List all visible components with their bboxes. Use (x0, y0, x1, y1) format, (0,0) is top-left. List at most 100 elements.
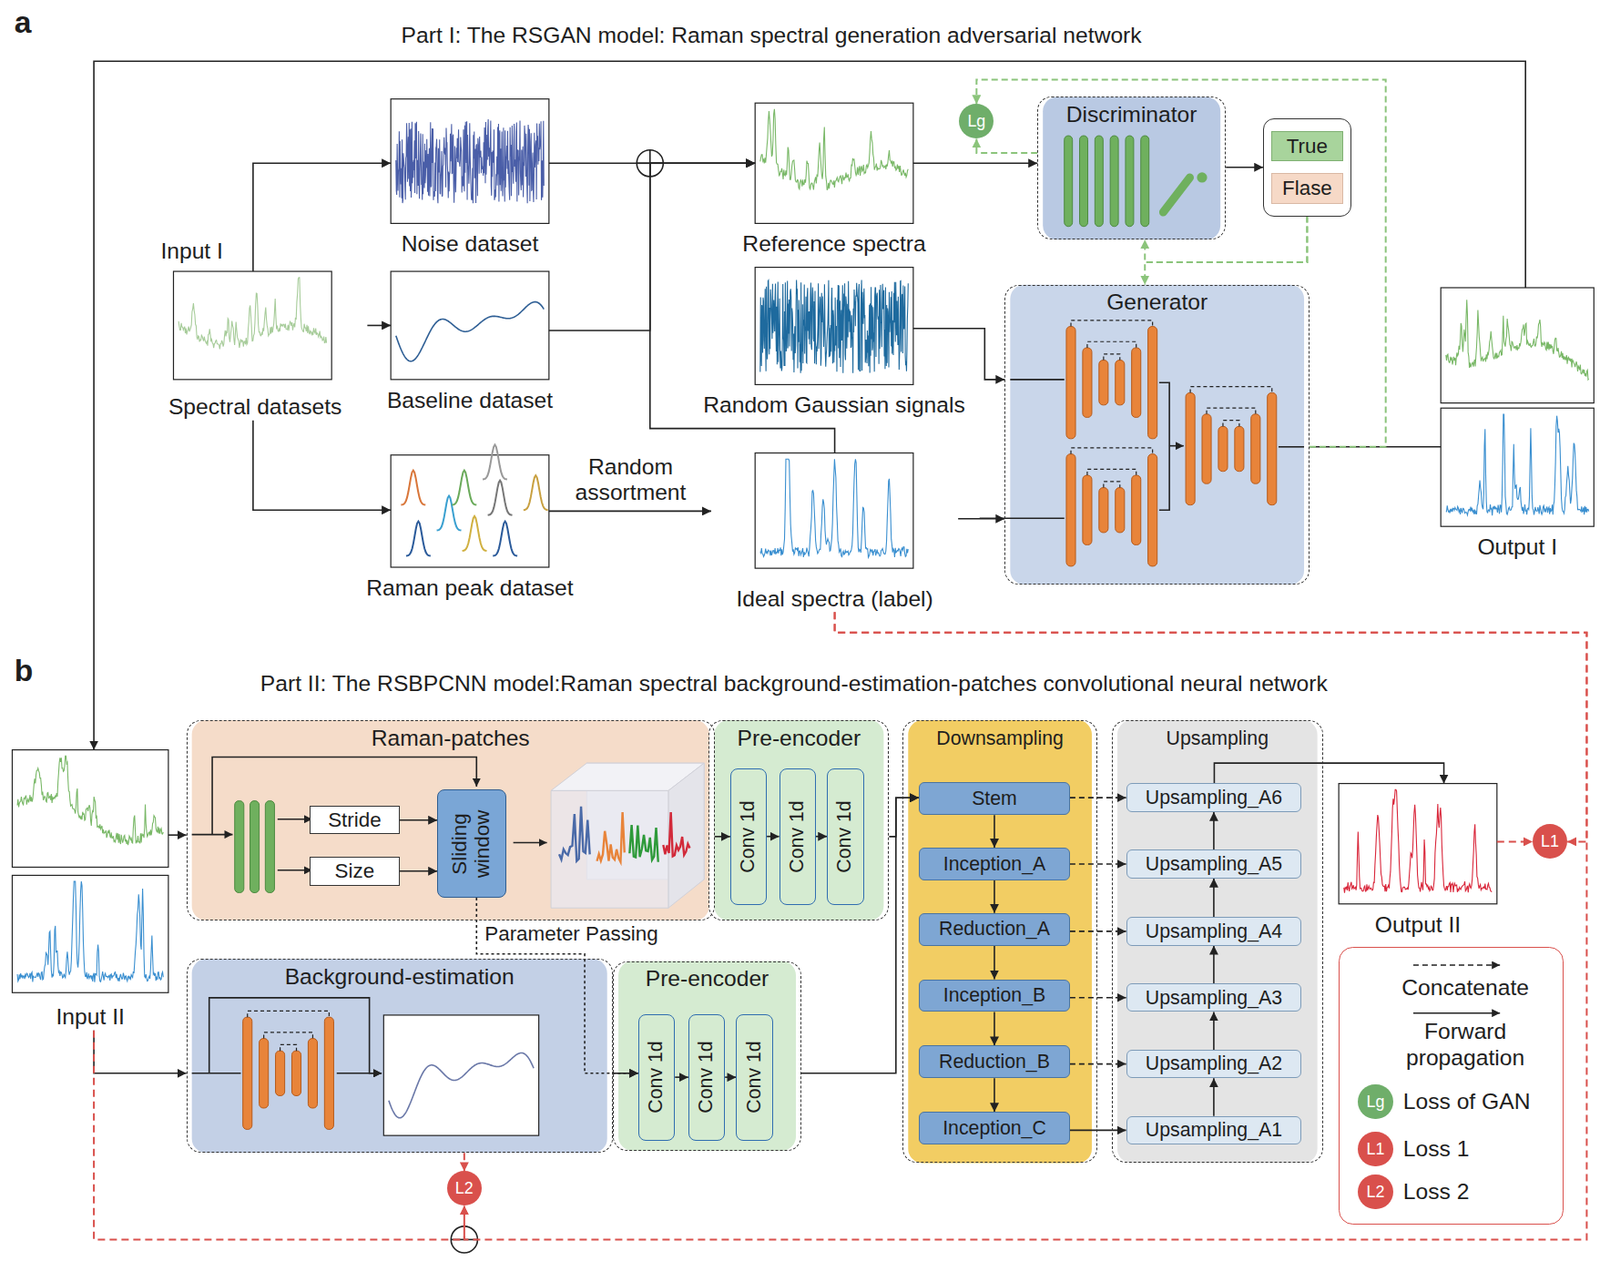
legend-text: Loss of GAN (1403, 1089, 1531, 1115)
connector (957, 518, 1005, 520)
node-label: Upsampling_A2 (1145, 1052, 1283, 1075)
edge-label: Parameter Passing (481, 923, 662, 948)
layer-bar (250, 801, 260, 894)
panel-fill (1117, 720, 1318, 1163)
spectrum-plot: Random Gaussian signals (754, 267, 914, 386)
node-label: Inception_B (943, 984, 1046, 1007)
connector (253, 163, 391, 272)
decoder-block: Upsampling_A3 (1126, 983, 1303, 1012)
panel-title: Background-estimation (187, 964, 612, 990)
connector (1497, 840, 1533, 843)
connector (1070, 1063, 1127, 1066)
illustration-line (1162, 177, 1190, 213)
spectrum-line (388, 1052, 534, 1118)
spectrum-plot: Raman peak dataset (390, 455, 550, 568)
plot-frame (11, 750, 168, 868)
illustration-line (192, 1072, 242, 1075)
unet-layer (1131, 347, 1142, 418)
connector (93, 1030, 187, 1074)
node-label: Upsampling_A6 (1145, 786, 1283, 809)
panel-title: Pre-encoder (709, 725, 888, 752)
connector (913, 162, 1038, 164)
connector (993, 1011, 996, 1046)
illustration-line (629, 825, 658, 863)
connector (1225, 166, 1264, 169)
unet-layer (324, 1017, 334, 1130)
patch-cube (550, 790, 669, 908)
node-label: Sliding window (449, 794, 495, 894)
connector (464, 611, 1588, 1240)
node-label: Conv 1d (835, 800, 857, 873)
connector (766, 835, 779, 838)
illustration-line (336, 1072, 382, 1075)
connector (1212, 1078, 1215, 1116)
illustration-line (400, 470, 426, 506)
node-label: Size (335, 859, 376, 884)
unet-layer (1115, 488, 1125, 533)
layer-bar (1141, 135, 1150, 227)
unet-layer (1099, 360, 1109, 406)
illustration-line (597, 812, 625, 863)
layer-bar (1125, 135, 1134, 227)
plot-frame (390, 99, 550, 225)
plot-caption: Noise dataset (401, 231, 540, 257)
unet-layer (291, 1050, 301, 1096)
unet-layer (1082, 475, 1092, 545)
plot-caption: Spectral datasets (168, 394, 342, 420)
illustration-line (1103, 481, 1121, 489)
encoder-block: Reduction_B (918, 1045, 1071, 1079)
plot-frame (754, 453, 914, 570)
spectrum-line (396, 302, 544, 362)
panel-letter: a (14, 4, 32, 41)
panel-title: Discriminator (1038, 101, 1225, 128)
illustration-line (277, 818, 313, 821)
panel-letter: b (14, 653, 34, 690)
node-label: Conv 1d (645, 1041, 667, 1114)
plot-frame (390, 455, 550, 568)
unet-layer (1202, 414, 1212, 484)
part-title: Part II: The RSBPCNN model:Raman spectra… (260, 671, 1328, 697)
loss-symbol: Lg (1366, 1092, 1386, 1112)
conv-block: Conv 1d (826, 768, 864, 906)
edge-label: Random assortment (561, 453, 701, 506)
illustration-line (1169, 445, 1184, 448)
plot-frame (1440, 407, 1594, 527)
unet-layer (1131, 475, 1142, 545)
spectrum-plot: Baseline dataset (390, 271, 550, 380)
spectrum-plot: Output I (1440, 287, 1594, 527)
connector (1070, 796, 1127, 799)
spectrum-line (17, 881, 164, 983)
unet-layer (1066, 454, 1076, 567)
connector (1212, 946, 1215, 984)
unet-layer (259, 1039, 269, 1109)
connector (399, 819, 438, 822)
decoder-block: Upsampling_A2 (1126, 1049, 1303, 1079)
illustration-line (462, 516, 488, 551)
encoder-block: Inception_C (918, 1111, 1071, 1145)
illustration-line (1070, 320, 1153, 327)
loss-circle: Lg (958, 103, 994, 139)
unet-layer (1066, 326, 1076, 439)
panel-title: Upsampling (1112, 727, 1323, 750)
result-box: TrueFlase (1263, 118, 1351, 217)
spectrum-plot: Input II (11, 750, 168, 1031)
connector (993, 946, 996, 980)
connector (168, 834, 187, 836)
legend-text: Loss 1 (1403, 1136, 1470, 1162)
layer-bar (234, 801, 245, 894)
plot-frame (1338, 784, 1498, 905)
illustration-line (1190, 387, 1273, 394)
connector (253, 420, 391, 511)
node-label: Conv 1d (695, 1041, 717, 1114)
plot-caption: Ideal spectra (label) (735, 586, 933, 612)
unet-layer (1251, 414, 1261, 484)
connector (976, 79, 1386, 447)
connector (724, 1076, 736, 1079)
plot-caption: Output I (1477, 534, 1558, 561)
loss-circle: L1 (1532, 824, 1568, 859)
connector (1144, 216, 1307, 286)
input-label: Input I (160, 237, 224, 264)
illustration-line (1009, 378, 1064, 381)
legend-text: Forward propagation (1388, 1019, 1542, 1071)
